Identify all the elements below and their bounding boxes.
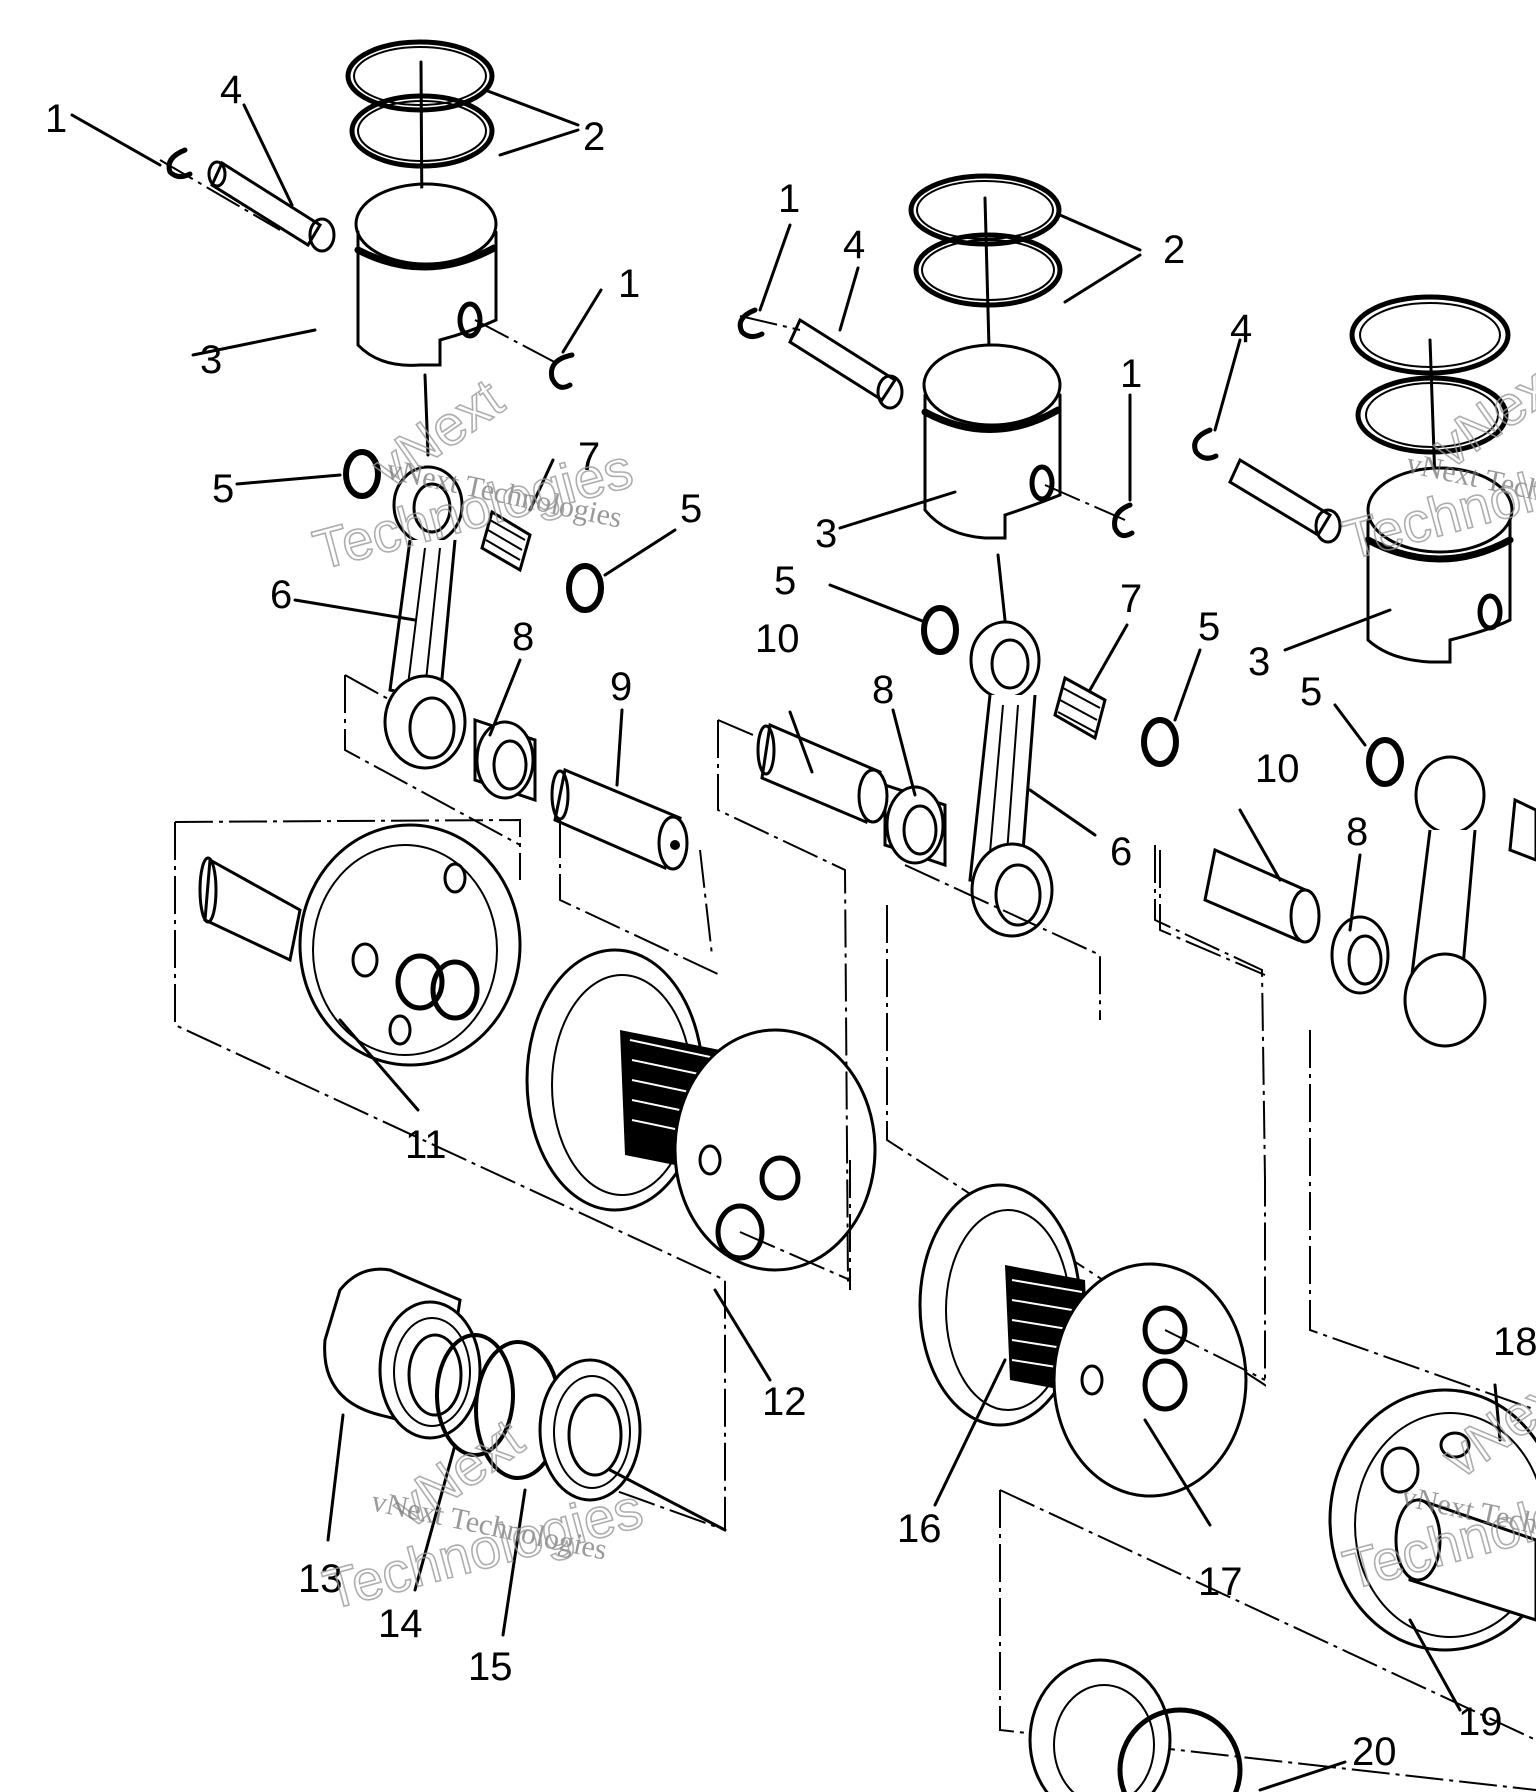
callout-part-16: 16 [897,1507,942,1551]
callout-part-10: 10 [1255,747,1300,791]
main-bearing-set [323,1267,727,1532]
leader-lines [70,88,1502,1792]
callout-part-18: 18 [1493,1320,1536,1364]
callout-part-3: 3 [1248,640,1270,684]
callout-part-5: 5 [212,467,234,511]
crank-pin-9 [550,767,689,871]
callout-part-8: 8 [1346,810,1368,854]
callout-part-5: 5 [680,487,702,531]
callout-part-2: 2 [1163,228,1185,272]
callout-part-17: 17 [1198,1560,1243,1604]
callout-part-20: 20 [1352,1730,1397,1774]
circlip-left-2 [548,352,575,390]
watermark-text: Technologies [307,436,639,581]
thrust-washer-left-1 [343,449,381,499]
callout-part-1: 1 [1120,352,1142,396]
watermark-text: Technologies [317,1476,649,1621]
callout-part-6: 6 [270,573,292,617]
crankshaft-center-12 [525,948,877,1290]
callout-part-6: 6 [1110,830,1132,874]
callout-part-2: 2 [583,115,605,159]
callout-part-4: 4 [843,223,865,267]
piston-pin-left [207,160,336,253]
callout-part-11: 11 [405,1123,447,1167]
callout-part-13: 13 [298,1557,343,1601]
piston-left [354,182,498,367]
callout-part-1: 1 [45,97,67,141]
circlip-left-1 [166,147,193,180]
callout-part-5: 5 [1300,670,1322,714]
callout-labels: 1 4 2 3 1 5 7 5 6 8 9 11 1 4 2 1 3 5 10 … [45,68,1536,1774]
callout-part-7: 7 [1120,577,1142,621]
callout-part-4: 4 [220,68,242,112]
callout-part-3: 3 [200,338,222,382]
callout-part-19: 19 [1458,1700,1503,1744]
crankshaft-center-17 [918,1183,1536,1791]
callout-part-7: 7 [578,435,600,479]
thrust-washer-left-2 [566,563,604,613]
callout-part-12: 12 [762,1380,807,1424]
callout-part-5: 5 [774,559,796,603]
callout-part-8: 8 [512,615,534,659]
needle-bearing-big-left [473,717,537,803]
callout-part-4: 4 [1230,307,1252,351]
cylinder-group-left [159,39,726,1532]
cylinder-group-middle [717,173,1266,1387]
callout-part-1: 1 [778,177,800,221]
callout-part-14: 14 [378,1602,423,1646]
cylinder-group-right [1028,294,1536,1792]
callout-part-10: 10 [755,617,800,661]
callout-part-9: 9 [610,665,632,709]
crankshaft-end-11 [198,823,522,1067]
needle-bearing-small-left [480,509,532,573]
callout-part-3: 3 [815,512,837,556]
callout-part-1: 1 [618,262,640,306]
callout-part-8: 8 [872,668,894,712]
watermark-top-left: vNext vNext Technologies Technologies [306,365,640,582]
connecting-rod-left [383,465,467,770]
callout-part-5: 5 [1198,605,1220,649]
callout-part-15: 15 [468,1645,513,1689]
